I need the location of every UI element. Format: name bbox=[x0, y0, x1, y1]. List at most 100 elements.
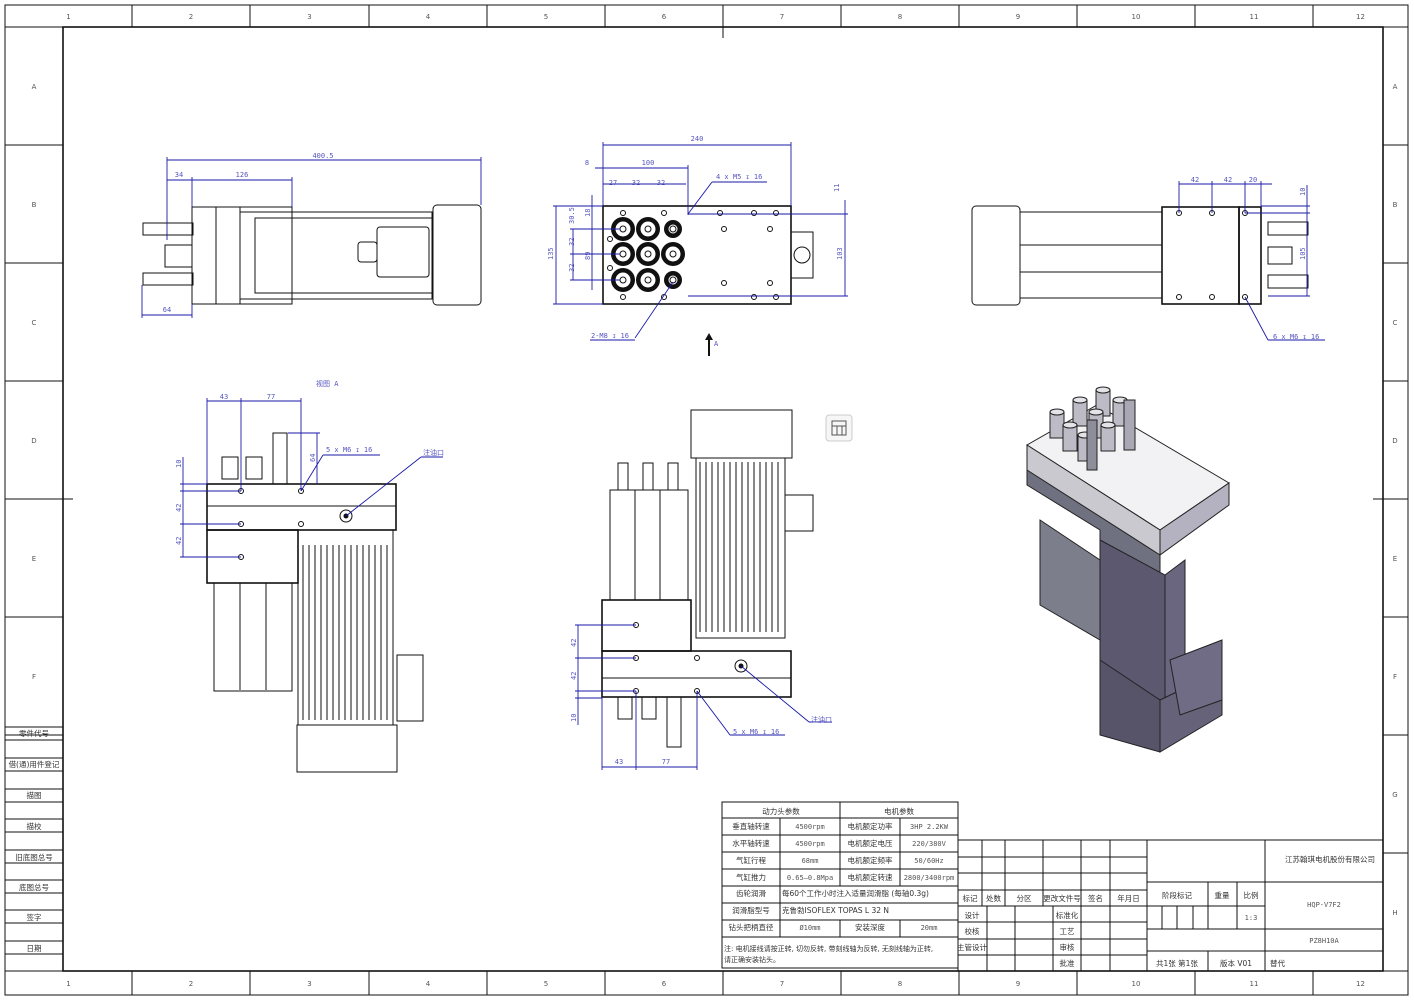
left-label: 签字 bbox=[27, 912, 42, 922]
bolt-hole-icon bbox=[620, 210, 626, 216]
zone-row-label: C bbox=[1393, 319, 1398, 327]
param-value: 4500rpm bbox=[795, 840, 825, 848]
param-label: 安装深度 bbox=[855, 922, 885, 932]
zone-row-label: H bbox=[1392, 909, 1397, 917]
zone-labels: 112233445566778899101011111212ABCDEFABCD… bbox=[31, 13, 1397, 988]
zone-grid bbox=[5, 5, 1408, 995]
zone-column-label: 2 bbox=[189, 980, 193, 988]
scale-label: 比例 bbox=[1244, 890, 1259, 900]
left-label: 旧底图总号 bbox=[15, 852, 53, 862]
view-arrow-label: A bbox=[714, 340, 719, 348]
company-name: 江苏翰琪电机股份有限公司 bbox=[1285, 854, 1375, 864]
zone-row-label: E bbox=[1393, 555, 1397, 563]
dim-label: 32 bbox=[568, 264, 576, 272]
note-line: 注: 电机接线请按正转, 切勿反转, 带刻线轴为反转, 无刻线轴为正转, bbox=[724, 944, 933, 953]
replace-label: 替代 bbox=[1270, 958, 1286, 968]
zone-column-label: 4 bbox=[426, 980, 431, 988]
dim-label: 240 bbox=[691, 135, 704, 143]
zone-row-label: B bbox=[32, 201, 37, 209]
bolt-hole-icon bbox=[607, 265, 613, 271]
dim-label: 89 bbox=[584, 252, 592, 260]
param-label: 润滑脂型号 bbox=[732, 905, 770, 915]
param-label: 垂直轴转速 bbox=[732, 821, 770, 831]
dim-label: 11 bbox=[833, 184, 841, 192]
sign-label: 主管设计 bbox=[957, 942, 987, 952]
zone-column-label: 6 bbox=[662, 13, 667, 21]
dim-label: 42 bbox=[175, 537, 183, 545]
front-view-spindle-face: 240 8 100 27 32 32 4 x M5 ↧ 16 11 103 13… bbox=[547, 135, 848, 356]
bolt-hole-icon bbox=[721, 280, 727, 286]
param-label: 钻头把柄直径 bbox=[729, 922, 774, 932]
stage-mark-label: 阶段标记 bbox=[1162, 890, 1192, 900]
dim-label: 32 bbox=[568, 238, 576, 246]
bolt-hole-icon bbox=[773, 210, 779, 216]
zone-column-label: 8 bbox=[898, 13, 902, 21]
revision-header: 处数 bbox=[986, 893, 1001, 903]
param-value: Ø10mm bbox=[799, 924, 820, 932]
zone-column-label: 9 bbox=[1016, 13, 1020, 21]
side-view-top-left: 400.5 34 126 64 bbox=[141, 152, 482, 318]
param-label: 电机额定转速 bbox=[848, 872, 893, 882]
sign-label: 设计 bbox=[965, 910, 980, 920]
dim-label: 42 bbox=[1224, 176, 1232, 184]
dim-label: 43 bbox=[615, 758, 623, 766]
drawing-number: HQP-V7F2 bbox=[1307, 901, 1341, 909]
zone-column-label: 10 bbox=[1132, 13, 1141, 21]
spindle-tool-icon bbox=[1072, 399, 1088, 427]
bolt-hole-icon bbox=[721, 226, 727, 232]
dim-label: 126 bbox=[236, 171, 249, 179]
param-value: 2800/3400rpm bbox=[904, 874, 955, 882]
param-label: 气缸推力 bbox=[736, 872, 766, 882]
left-label: 日期 bbox=[27, 944, 42, 953]
revision-header: 分区 bbox=[1017, 894, 1033, 903]
dim-label: 77 bbox=[267, 393, 275, 401]
dim-label: 34 bbox=[175, 171, 183, 179]
view-options-icon[interactable] bbox=[825, 414, 853, 442]
zone-column-label: 2 bbox=[189, 13, 193, 21]
param-value: 220/380V bbox=[912, 840, 947, 848]
dim-label: 32 bbox=[632, 179, 640, 187]
bolt-hole-icon bbox=[620, 294, 626, 300]
left-label: 底图总号 bbox=[19, 882, 49, 892]
hole-callout: 4 x M5 ↧ 16 bbox=[716, 173, 762, 181]
param-value: 4500rpm bbox=[795, 823, 825, 831]
dim-label: 10 bbox=[1299, 188, 1307, 196]
elevation-view-center: 42 42 10 43 77 5 x M6 ↧ 16 注油口 bbox=[570, 409, 832, 770]
zone-column-label: 7 bbox=[780, 13, 784, 21]
dim-label: 77 bbox=[662, 758, 670, 766]
zone-column-label: 6 bbox=[662, 980, 667, 988]
dim-label: 42 bbox=[175, 504, 183, 512]
left-label-column: 零件代号 借(通)用件登记 描图 描校 旧底图总号 底图总号 签字 日期 bbox=[5, 726, 63, 955]
spindle-tool-icon bbox=[1100, 424, 1116, 452]
sign-label: 标准化 bbox=[1056, 910, 1079, 920]
zone-column-label: 3 bbox=[307, 13, 311, 21]
zone-column-label: 5 bbox=[544, 13, 548, 21]
hole-callout: 5 x M6 ↧ 16 bbox=[326, 446, 372, 454]
sign-label: 工艺 bbox=[1060, 927, 1075, 936]
param-value: 68mm bbox=[802, 857, 819, 865]
zone-row-label: F bbox=[32, 673, 36, 681]
revision-header: 年月日 bbox=[1117, 893, 1140, 903]
dim-label: 103 bbox=[836, 247, 844, 260]
sheet-count: 共1张 第1张 bbox=[1156, 958, 1198, 968]
zone-column-label: 1 bbox=[66, 980, 70, 988]
dim-label: 42 bbox=[570, 672, 578, 680]
zone-row-label: D bbox=[1392, 437, 1397, 445]
param-value: 每60个工作小时注入适量润滑脂 (每轴0.3g) bbox=[782, 888, 929, 898]
sign-label: 校核 bbox=[965, 926, 980, 936]
param-label: 电机额定频率 bbox=[848, 855, 893, 865]
dim-overall-length: 400.5 bbox=[312, 152, 333, 160]
param-label: 气缸行程 bbox=[736, 855, 766, 865]
zone-column-label: 5 bbox=[544, 980, 548, 988]
dim-label: 64 bbox=[309, 454, 317, 462]
hole-callout: 5 x M6 ↧ 16 bbox=[733, 728, 779, 736]
zone-row-label: F bbox=[1393, 673, 1397, 681]
param-label: 水平轴转速 bbox=[732, 838, 770, 848]
isometric-3d-view bbox=[1026, 386, 1230, 753]
dim-label: 32 bbox=[657, 179, 665, 187]
dim-label: 43 bbox=[220, 393, 228, 401]
zone-column-label: 3 bbox=[307, 980, 311, 988]
zone-row-label: A bbox=[1393, 83, 1398, 91]
revision-header: 更改文件号 bbox=[1043, 893, 1081, 903]
param-value: 20mm bbox=[921, 924, 938, 932]
